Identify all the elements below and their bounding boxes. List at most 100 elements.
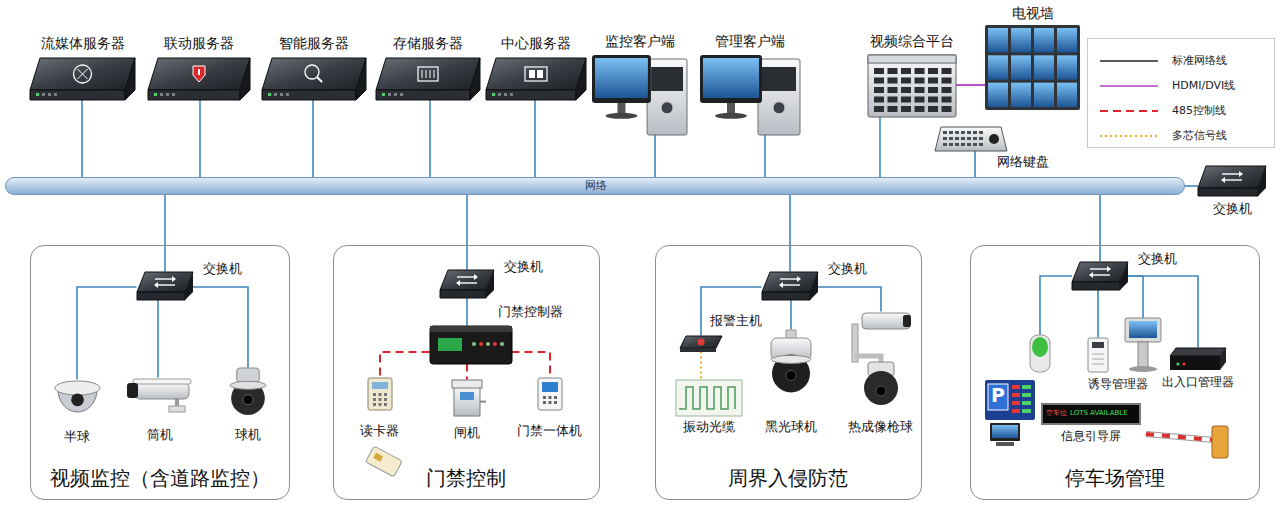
allinone-icon <box>538 378 562 410</box>
device-label: 联动服务器 <box>164 35 234 51</box>
icon-part <box>1198 188 1258 196</box>
icon-part <box>1092 358 1104 359</box>
icon-part <box>949 131 953 134</box>
device-label: 交换机 <box>1213 202 1252 217</box>
icon-part <box>230 381 266 389</box>
icon-part <box>430 70 431 78</box>
icon-part <box>888 78 898 84</box>
network-bus: 网络 <box>5 177 1185 195</box>
icon-part <box>943 143 947 146</box>
icon-part <box>1034 83 1054 107</box>
icon-part <box>943 131 947 134</box>
exitmgr-icon <box>1170 348 1226 370</box>
icon-part <box>137 292 185 300</box>
icon-part <box>440 270 494 290</box>
legend-text: 标准网络线 <box>1172 54 1227 67</box>
connector-layer <box>77 85 1198 380</box>
rs485-cable <box>512 352 551 378</box>
parking-sign <box>1022 393 1031 397</box>
network-cable <box>879 117 881 177</box>
hdmi-cable <box>956 84 985 86</box>
icon-part <box>243 394 253 404</box>
icon-part <box>943 137 947 140</box>
icon-part <box>486 342 490 346</box>
icon-part <box>727 103 735 114</box>
panel-heading: 门禁控制 <box>426 467 506 490</box>
icon-part <box>961 137 965 140</box>
icon-part <box>915 87 925 93</box>
icon-part <box>961 131 965 134</box>
icon-part <box>973 137 977 140</box>
icon-part <box>543 396 546 399</box>
icon-part <box>810 272 818 300</box>
switch-icon <box>1198 166 1266 196</box>
icon-part <box>452 380 482 388</box>
icon-part <box>1239 171 1243 177</box>
icon-part <box>576 58 586 100</box>
icon-part <box>137 272 193 292</box>
turnstile-gate: 闸机 <box>452 380 482 416</box>
network-switch: 交换机 <box>1072 262 1128 290</box>
icon-part <box>388 93 391 96</box>
network-cable <box>157 300 159 378</box>
icon-part <box>1089 272 1093 278</box>
icon-part <box>157 284 175 285</box>
space-indicator <box>1032 337 1048 357</box>
device-label: 网络键盘 <box>997 155 1049 170</box>
icon-part <box>1072 262 1128 282</box>
device-label: 视频综合平台 <box>870 33 954 49</box>
icon-part <box>988 83 1008 107</box>
icon-part <box>193 66 205 82</box>
speed-dome-camera: 球机 <box>228 368 268 416</box>
icon-part <box>430 326 512 332</box>
device-label: 门禁控制器 <box>498 305 563 320</box>
management-pc <box>992 425 1018 438</box>
icon-part <box>1092 274 1110 275</box>
bullet-camera: 筒机 <box>125 378 195 412</box>
icon-part <box>262 90 356 100</box>
device-label: 管理客户端 <box>715 33 785 49</box>
icon-part <box>1120 262 1128 290</box>
network-switch: 交换机 <box>440 270 494 298</box>
icon-part <box>888 87 898 93</box>
controller-icon <box>430 326 512 364</box>
network-keyboard: 网络键盘 <box>935 127 1007 151</box>
device-label: 交换机 <box>828 262 867 277</box>
icon-part <box>874 78 884 84</box>
icon-part <box>779 282 783 288</box>
parking-sign <box>1022 385 1031 389</box>
switch-icon <box>1072 262 1128 290</box>
access-controller: 门禁控制器 <box>430 326 512 364</box>
icon-part <box>472 342 476 346</box>
network-switch: 交换机 <box>137 272 193 300</box>
icon-part <box>928 87 938 93</box>
legend-text: 485控制线 <box>1172 104 1226 117</box>
icon-part <box>394 93 397 96</box>
device-label: 诱导管理器 <box>1088 378 1148 392</box>
barrier-arm <box>1146 434 1214 440</box>
icon-part <box>901 106 911 112</box>
icon-part <box>127 383 138 398</box>
network-cable <box>312 100 314 177</box>
icon-part <box>154 93 157 96</box>
network-cable <box>466 195 468 270</box>
icon-part <box>376 90 470 100</box>
icon-part <box>438 338 462 351</box>
device-label: 筒机 <box>147 428 173 443</box>
icon-part <box>54 93 57 96</box>
icon-part <box>901 68 911 74</box>
query-kiosk <box>1125 318 1161 342</box>
icon-part <box>36 93 39 96</box>
bullet-icon <box>125 378 195 412</box>
icon-part <box>967 143 971 146</box>
icon-part <box>901 97 911 103</box>
icon-part <box>510 93 513 96</box>
legend-line <box>1100 60 1158 62</box>
platform-icon <box>868 55 956 117</box>
icon-part <box>454 386 480 416</box>
icon-part <box>762 292 810 300</box>
legend-line <box>1100 85 1158 87</box>
icon-part <box>434 70 435 78</box>
icon-part <box>479 342 483 346</box>
